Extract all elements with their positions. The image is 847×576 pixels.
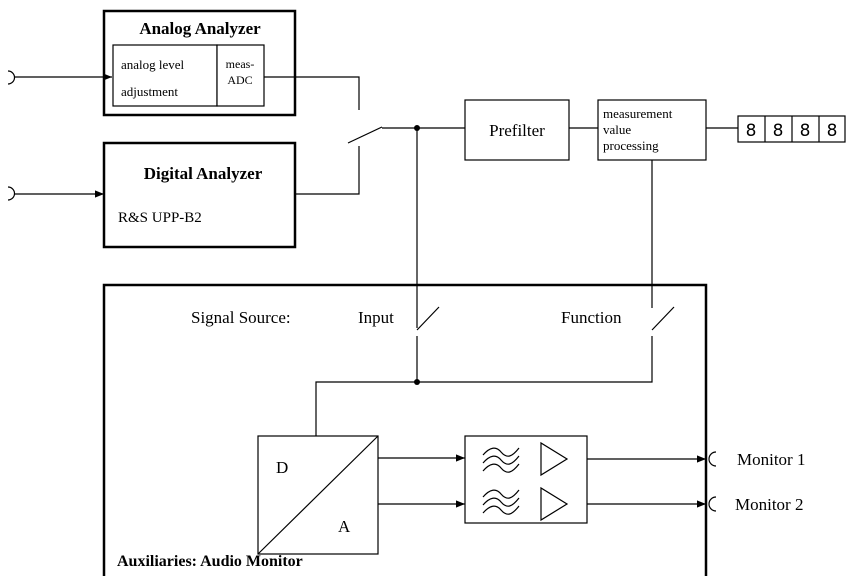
switch-input-label: Input	[358, 308, 394, 327]
monitor-1-label: Monitor 1	[737, 450, 805, 469]
monitor-2-connector-icon	[708, 496, 717, 512]
processing-line1: measurement	[603, 106, 673, 121]
monitor-1-connector-icon	[708, 451, 717, 467]
junction-dot-bottom	[414, 379, 420, 385]
filter-icon	[482, 447, 520, 473]
display-digit: 8	[746, 121, 757, 141]
meas-adc-line2: ADC	[227, 73, 252, 87]
analog-level-adjustment-line1: analog level	[121, 57, 185, 72]
processing-line3: processing	[603, 138, 659, 153]
prefilter-label: Prefilter	[489, 121, 545, 140]
monitor-2-label: Monitor 2	[735, 495, 803, 514]
amplifier-icon	[540, 441, 569, 477]
amplifier-icon	[540, 486, 569, 522]
analog-output-line	[264, 76, 360, 110]
dac-block: D A	[257, 435, 379, 555]
display-digit: 8	[773, 121, 784, 141]
processing-line2: value	[603, 122, 631, 137]
meas-adc-line1: meas-	[226, 57, 255, 71]
function-source-switch	[651, 306, 675, 331]
analog-level-adjustment-block	[112, 44, 218, 107]
filter-icon	[482, 489, 520, 515]
switch-function-label: Function	[561, 308, 622, 327]
analog-level-adjustment-line2: adjustment	[121, 84, 178, 99]
analog-analyzer-title: Analog Analyzer	[139, 19, 261, 38]
signal-source-label: Signal Source:	[191, 308, 291, 327]
dac-d-label: D	[276, 458, 288, 477]
display-digit: 8	[800, 121, 811, 141]
digital-analyzer-option: R&S UPP-B2	[118, 210, 202, 226]
audio-monitor-block: Signal Source: Input Function Auxiliarie…	[102, 283, 708, 576]
analog-input-connector-icon	[7, 70, 16, 85]
analyzer-selector-switch	[347, 126, 383, 144]
digital-analyzer-block: Digital Analyzer R&S UPP-B2	[102, 141, 297, 249]
digital-analyzer-title: Digital Analyzer	[144, 164, 263, 183]
input-source-switch	[416, 306, 440, 331]
digital-output-line	[295, 146, 360, 195]
digital-input-connector-icon	[7, 186, 16, 201]
display-digit: 8	[827, 121, 838, 141]
filter-amplifier-block	[464, 435, 588, 524]
meas-adc-block	[216, 44, 265, 107]
numeric-display: 8 8 8 8	[737, 115, 846, 143]
dac-a-label: A	[338, 517, 351, 536]
measurement-processing-block	[597, 99, 707, 161]
monitor-bus-line	[315, 336, 653, 436]
audio-monitor-title: Auxiliaries: Audio Monitor	[117, 553, 303, 570]
analog-analyzer-block: Analog Analyzer analog level adjustment …	[102, 9, 297, 117]
prefilter-block	[464, 99, 570, 161]
